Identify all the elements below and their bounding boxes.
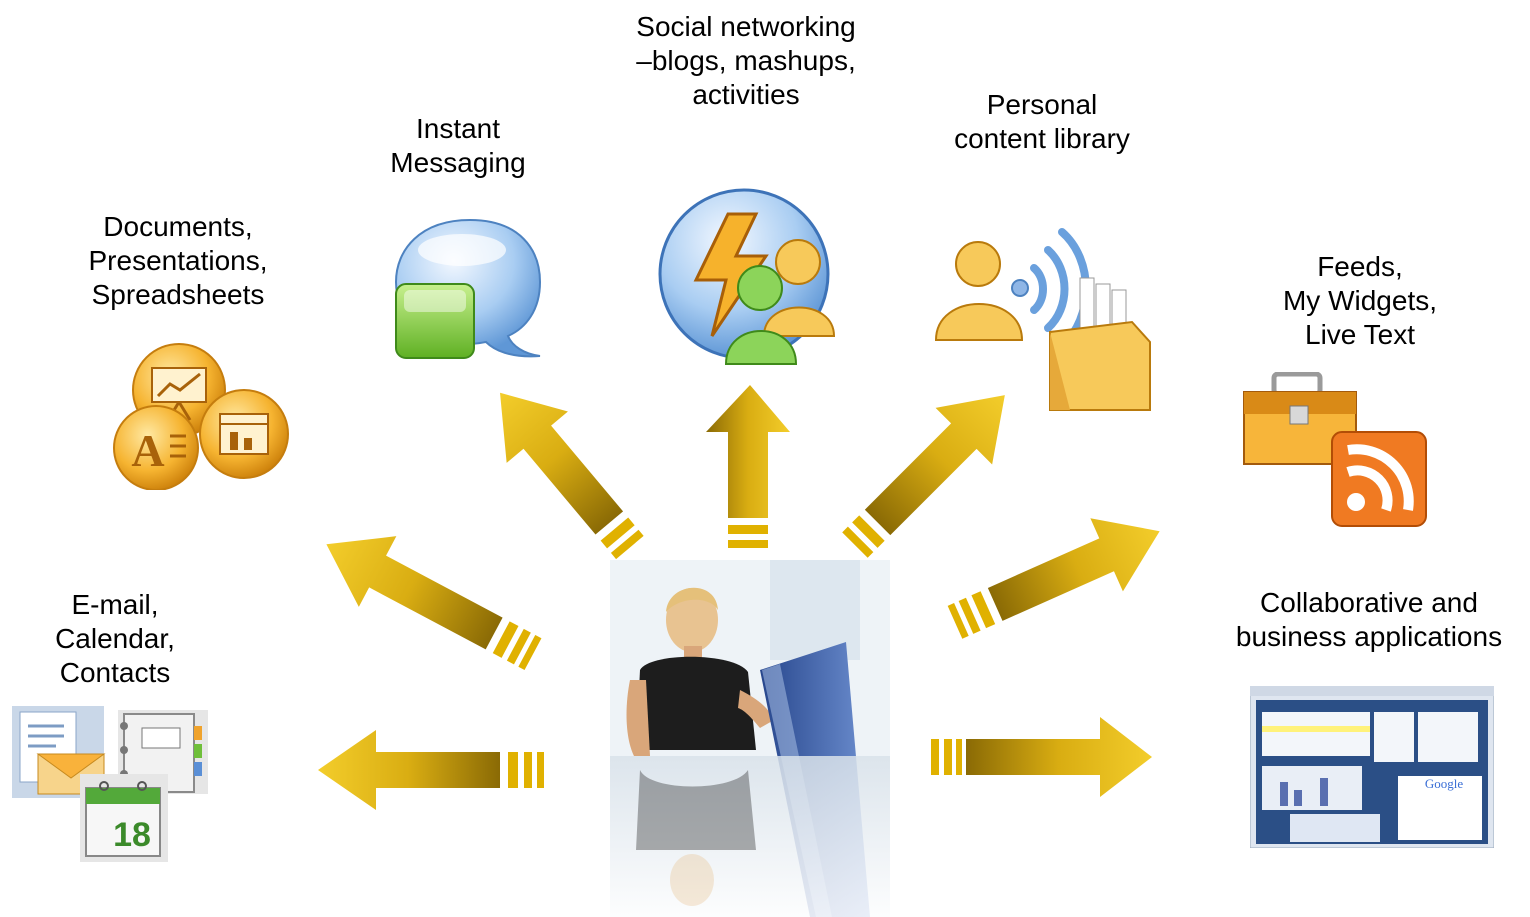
arrow-to-collab (931, 717, 1152, 797)
calendar-day-text: 18 (113, 816, 151, 854)
file-box-icon (1049, 277, 1151, 411)
people-icon (724, 239, 836, 365)
documents-presentations-spreadsheets-icon: A (104, 340, 294, 490)
arrow-to-instant-messaging (500, 392, 644, 560)
document-coin-icon: A (113, 405, 199, 490)
instant-messaging-icon (390, 210, 550, 360)
screenshot-brand-text: Google (1425, 776, 1464, 791)
rss-icon (1331, 431, 1427, 527)
label-email: E-mail, Calendar, Contacts (55, 589, 175, 688)
svg-text:A: A (131, 425, 164, 476)
arrow-to-feeds (947, 518, 1160, 639)
label-personal: Personal content library (954, 89, 1130, 154)
arrow-to-social (706, 385, 790, 548)
label-social: Social networking –blogs, mashups, activ… (636, 11, 856, 110)
calendar-icon: 18 (80, 774, 168, 862)
arrow-to-documents (326, 536, 542, 671)
arrow-to-email (318, 730, 544, 810)
reflection (636, 770, 756, 906)
personal-content-library-icon (930, 222, 1160, 412)
label-collab: Collaborative and business applications (1235, 587, 1503, 652)
social-networking-icon (656, 186, 846, 376)
feeds-widgets-icon (1240, 372, 1430, 532)
label-feeds: Feeds, My Widgets, Live Text (1282, 251, 1438, 350)
spreadsheet-coin-icon (199, 389, 289, 479)
woman-figure (626, 587, 774, 756)
business-app-screenshot-icon: Google (1250, 686, 1494, 848)
label-instant-messaging: Instant Messaging (390, 113, 526, 178)
green-chat-square-icon (395, 283, 475, 359)
person-at-computer-image (610, 560, 890, 917)
email-calendar-contacts-icon: 18 (12, 706, 212, 866)
desk-surface (610, 756, 890, 917)
label-documents: Documents, Presentations, Spreadsheets (88, 211, 268, 310)
user-icon (934, 241, 1024, 341)
arrow-to-personal (842, 395, 1005, 558)
email-icon (12, 706, 106, 798)
